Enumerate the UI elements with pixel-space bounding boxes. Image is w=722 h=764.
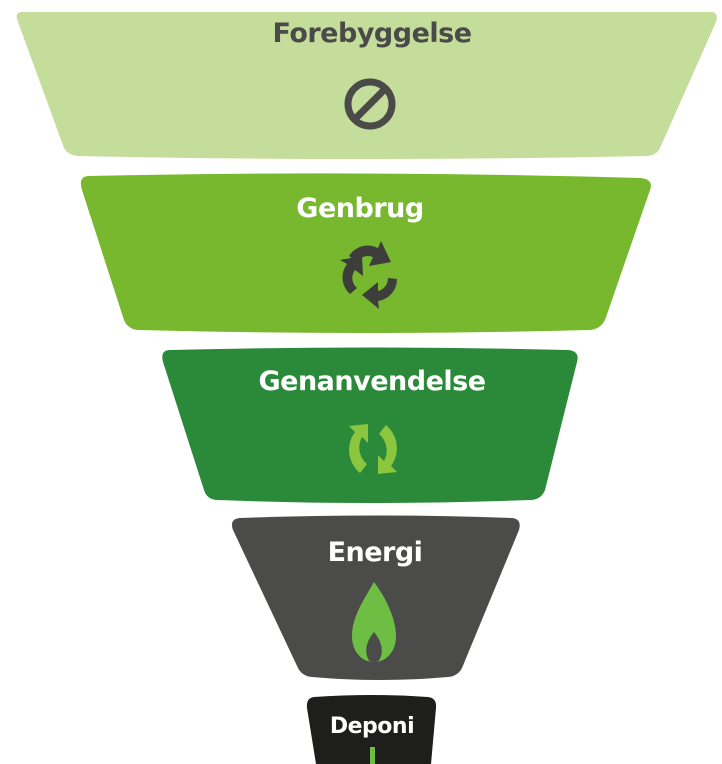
level-deponi-label: Deponi [330,714,414,739]
flame-icon [352,582,396,662]
level-genanvendelse: Genanvendelse [162,347,578,503]
level-genanvendelse-label: Genanvendelse [258,366,485,397]
level-genanvendelse-band [162,347,578,503]
level-energi-label: Energi [328,537,423,568]
level-forebyggelse: Forebyggelse [16,12,717,159]
level-deponi-band [306,695,437,764]
refresh-arrows-icon [349,424,397,474]
prohibited-icon [344,78,396,130]
level-energi: Energi [231,515,520,680]
level-forebyggelse-label: Forebyggelse [272,18,471,49]
down-arrow-icon [370,747,375,764]
level-genbrug: Genbrug [80,173,651,333]
recycle-arrows-icon [340,241,398,309]
level-genbrug-label: Genbrug [296,193,423,224]
level-deponi: Deponi [306,695,437,764]
